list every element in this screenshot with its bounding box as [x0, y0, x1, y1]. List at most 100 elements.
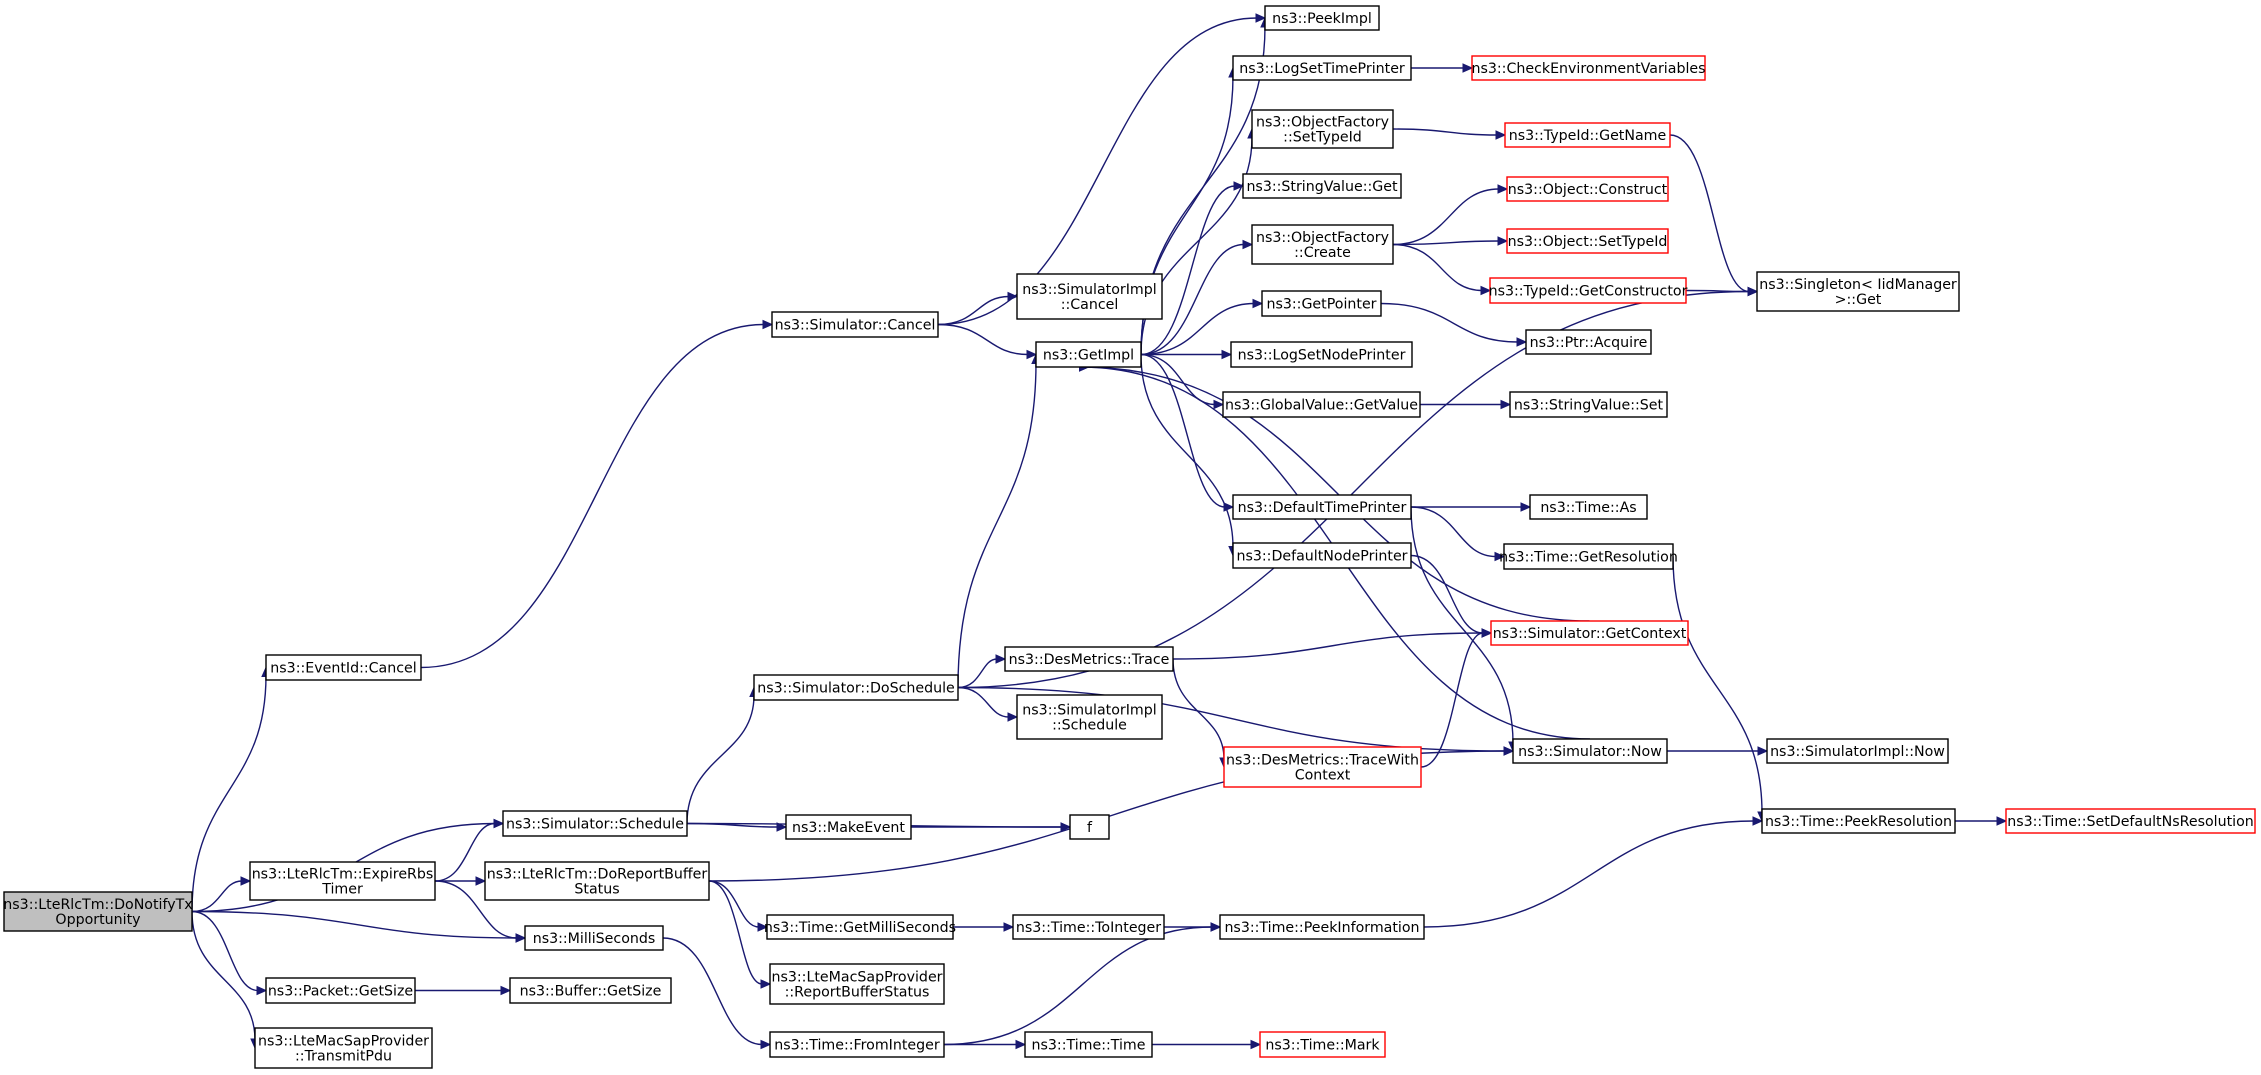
node-box: [265, 977, 416, 1004]
edge-expire_rbs-to-sim_schedule: [434, 818, 505, 882]
node-getpointer[interactable]: ns3::GetPointer: [1261, 290, 1382, 317]
node-typeid_getconstructor[interactable]: ns3::TypeId::GetConstructor: [1489, 277, 1688, 304]
node-time_peekres[interactable]: ns3::Time::PeekResolution: [1761, 808, 1956, 834]
node-of_settypeid[interactable]: ns3::ObjectFactory::SetTypeId: [1251, 109, 1394, 149]
node-peekinformation[interactable]: ns3::Time::PeekInformation: [1219, 914, 1425, 940]
edge-peekinformation-to-time_peekres: [1423, 816, 1764, 928]
node-logsetnodeprinter[interactable]: ns3::LogSetNodePrinter: [1230, 341, 1413, 368]
node-getimpl[interactable]: ns3::GetImpl: [1035, 341, 1142, 368]
node-box: [769, 1031, 945, 1058]
node-label: ns3::MakeEvent: [792, 820, 905, 836]
edge-of_create-to-typeid_getconstructor: [1392, 243, 1492, 296]
node-box: [1506, 176, 1669, 202]
node-defaultnodeprinter[interactable]: ns3::DefaultNodePrinter: [1232, 542, 1412, 569]
node-label: ns3::SimulatorImpl: [1022, 282, 1156, 298]
edge-defaulttimeprinter-to-time_as: [1410, 502, 1532, 512]
node-box: [1525, 329, 1652, 355]
node-sim_cancel[interactable]: ns3::Simulator::Cancel: [771, 311, 939, 338]
node-box: [1219, 914, 1425, 940]
node-object_settypeid[interactable]: ns3::Object::SetTypeId: [1506, 228, 1669, 254]
node-label: ns3::LteRlcTm::DoNotifyTx: [3, 897, 192, 913]
node-sim_getcontext[interactable]: ns3::Simulator::GetContext: [1490, 620, 1689, 646]
node-label: ns3::Time::GetResolution: [1499, 550, 1678, 566]
node-packet_getsize[interactable]: ns3::Packet::GetSize: [265, 977, 416, 1004]
node-box: [766, 914, 954, 940]
node-box: [1471, 55, 1706, 81]
edge-getimpl-to-stringvalue_get: [1140, 181, 1245, 356]
node-time_tointeger[interactable]: ns3::Time::ToInteger: [1012, 914, 1165, 940]
node-box: [1230, 341, 1413, 368]
edge-of_settypeid-to-typeid_getname: [1392, 128, 1507, 140]
node-box: [254, 1027, 433, 1069]
node-time_as[interactable]: ns3::Time::As: [1529, 494, 1648, 520]
node-label: ns3::ObjectFactory: [1256, 230, 1389, 246]
node-transmit_pdu[interactable]: ns3::LteMacSapProvider::TransmitPdu: [254, 1027, 433, 1069]
node-box: [1012, 914, 1165, 940]
node-gv_getvalue[interactable]: ns3::GlobalValue::GetValue: [1222, 391, 1421, 418]
node-box: [1251, 109, 1394, 149]
node-ptr_acquire[interactable]: ns3::Ptr::Acquire: [1525, 329, 1652, 355]
node-label: ns3::MilliSeconds: [533, 931, 656, 947]
node-box: [1232, 55, 1412, 81]
node-peekimpl[interactable]: ns3::PeekImpl: [1264, 5, 1380, 31]
edge-sim_now-to-simimpl_now: [1667, 746, 1769, 756]
node-label: Opportunity: [55, 912, 140, 928]
edge-getimpl-to-gv_getvalue: [1140, 353, 1225, 410]
node-box: [1490, 620, 1689, 646]
node-eventid_cancel[interactable]: ns3::EventId::Cancel: [265, 654, 422, 681]
node-time_setdefaultns[interactable]: ns3::Time::SetDefaultNsResolution: [2005, 808, 2256, 834]
node-label: ns3::TypeId::GetName: [1509, 128, 1666, 144]
node-label: ::SetTypeId: [1283, 130, 1362, 146]
node-stringvalue_get[interactable]: ns3::StringValue::Get: [1242, 173, 1402, 199]
edge-sim_cancel-to-peekimpl: [937, 13, 1267, 326]
node-simimpl_now[interactable]: ns3::SimulatorImpl::Now: [1766, 738, 1949, 764]
node-box: [1223, 746, 1422, 788]
node-report_status[interactable]: ns3::LteMacSapProvider::ReportBufferStat…: [769, 963, 945, 1005]
node-milliseconds[interactable]: ns3::MilliSeconds: [524, 925, 664, 951]
node-defaulttimeprinter[interactable]: ns3::DefaultTimePrinter: [1232, 494, 1412, 520]
edge-getpointer-to-ptr_acquire: [1380, 302, 1528, 347]
node-label: ns3::EventId::Cancel: [270, 661, 416, 677]
node-time_fromint[interactable]: ns3::Time::FromInteger: [769, 1031, 945, 1058]
edge-desmetrics_trace-to-tracewithcontext: [1172, 658, 1229, 769]
node-checkenv[interactable]: ns3::CheckEnvironmentVariables: [1471, 55, 1706, 81]
node-object_construct[interactable]: ns3::Object::Construct: [1506, 176, 1669, 202]
edge-time_getres-to-time_peekres: [1672, 556, 1767, 823]
node-label: ns3::Ptr::Acquire: [1530, 335, 1648, 351]
node-sim_doschedule[interactable]: ns3::Simulator::DoSchedule: [753, 674, 959, 701]
node-label: Timer: [321, 882, 363, 898]
edge-root-to-transmit_pdu: [191, 911, 260, 1050]
node-typeid_getname[interactable]: ns3::TypeId::GetName: [1504, 122, 1671, 148]
node-desmetrics_trace[interactable]: ns3::DesMetrics::Trace: [1004, 646, 1174, 672]
node-stringvalue_set[interactable]: ns3::StringValue::Set: [1509, 391, 1668, 418]
node-label: ns3::Time::Mark: [1265, 1038, 1380, 1054]
node-box: [249, 861, 436, 901]
node-of_create[interactable]: ns3::ObjectFactory::Create: [1251, 224, 1394, 265]
node-makeevent[interactable]: ns3::MakeEvent: [785, 814, 912, 840]
node-box: [1232, 494, 1412, 520]
node-f[interactable]: f: [1069, 814, 1110, 840]
edge-do_report-to-report_status: [708, 880, 772, 989]
node-time_getms[interactable]: ns3::Time::GetMilliSeconds: [764, 914, 956, 940]
node-time_getres[interactable]: ns3::Time::GetResolution: [1499, 543, 1678, 570]
node-simimpl_schedule[interactable]: ns3::SimulatorImpl::Schedule: [1016, 694, 1163, 740]
node-label: ns3::Singleton< IidManager: [1759, 277, 1957, 293]
node-singleton_get[interactable]: ns3::Singleton< IidManager >::Get: [1756, 271, 1960, 312]
edge-defaulttimeprinter-to-time_getres: [1410, 506, 1506, 562]
node-label: ns3::DesMetrics::Trace: [1009, 652, 1170, 668]
node-buffer_getsize[interactable]: ns3::Buffer::GetSize: [509, 977, 672, 1004]
node-box: [1242, 173, 1402, 199]
node-sim_now[interactable]: ns3::Simulator::Now: [1512, 738, 1668, 764]
node-time_mark[interactable]: ns3::Time::Mark: [1259, 1031, 1386, 1058]
node-sim_schedule[interactable]: ns3::Simulator::Schedule: [502, 810, 688, 837]
edge-desmetrics_trace-to-sim_getcontext: [1172, 628, 1493, 660]
node-logsettimeprinter[interactable]: ns3::LogSetTimePrinter: [1232, 55, 1412, 81]
edge-time_fromint-to-peekinformation: [943, 922, 1222, 1046]
node-simimpl_cancel[interactable]: ns3::SimulatorImpl::Cancel: [1016, 273, 1163, 320]
edges-layer: [191, 13, 2008, 1050]
node-time_time[interactable]: ns3::Time::Time: [1024, 1031, 1153, 1058]
